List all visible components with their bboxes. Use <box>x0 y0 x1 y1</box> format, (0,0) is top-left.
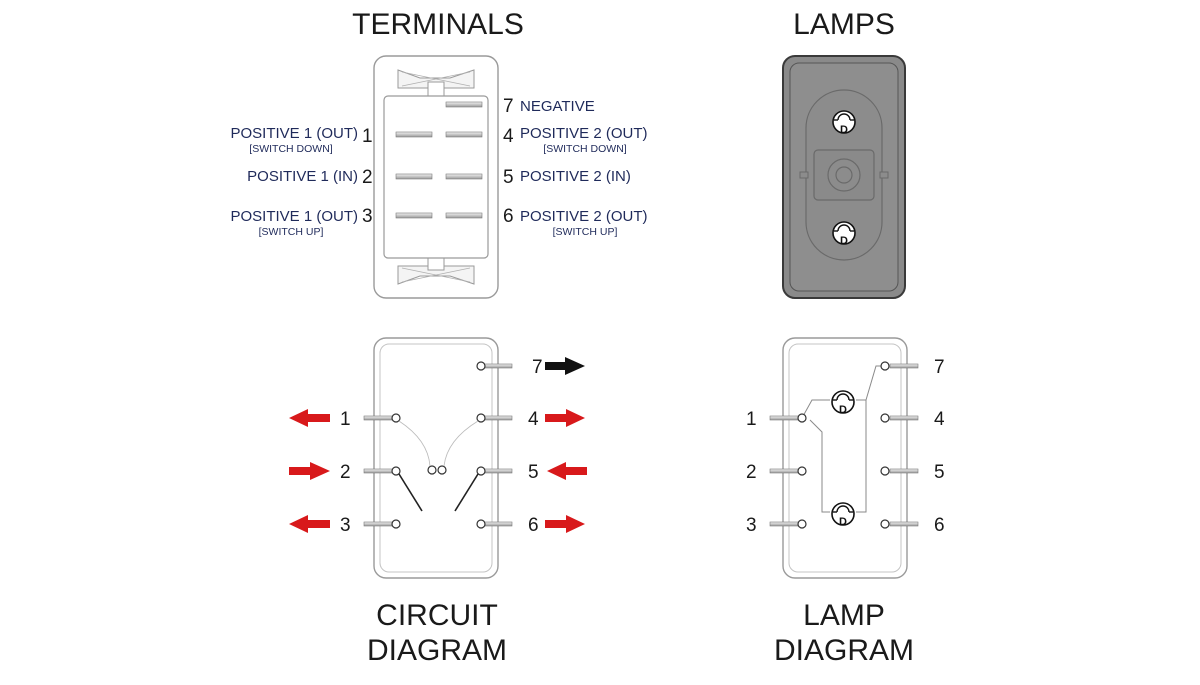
lamp-title-line2: DIAGRAM <box>774 634 914 667</box>
terminals-switch <box>373 55 499 299</box>
lamp-title-line1: LAMP <box>803 599 885 632</box>
terminal-4-number: 4 <box>503 126 514 147</box>
circuit-pin-2-number: 2 <box>340 462 351 483</box>
circuit-pin-3-number: 3 <box>340 515 351 536</box>
lamp-diagram-bottom-glyph: D <box>839 516 847 528</box>
terminal-7-label: NEGATIVE <box>520 98 595 115</box>
lamps-title: LAMPS <box>793 8 895 41</box>
circuit-title-line2: DIAGRAM <box>367 634 507 667</box>
lamp-pin-2-number: 2 <box>746 462 757 483</box>
lamp-pin-5-number: 5 <box>934 462 945 483</box>
terminal-1-label: POSITIVE 1 (OUT) <box>230 125 358 142</box>
terminals-title: TERMINALS <box>352 8 524 41</box>
terminal-5-number: 5 <box>503 167 514 188</box>
lamp-pin-7-number: 7 <box>934 357 945 378</box>
terminal-3-label: POSITIVE 1 (OUT) <box>230 208 358 225</box>
circuit-pin-1-number: 1 <box>340 409 351 430</box>
circuit-pin-5-number: 5 <box>528 462 539 483</box>
circuit-pin-6-number: 6 <box>528 515 539 536</box>
arrow-pin-3-left <box>289 515 330 533</box>
arrow-pin-1-left <box>289 409 330 427</box>
circuit-pin-4-number: 4 <box>528 409 539 430</box>
arrow-pin-6-right <box>545 515 585 533</box>
lamps-switch <box>782 55 906 299</box>
terminal-3-sublabel: [SWITCH UP] <box>259 226 324 238</box>
terminal-6-sublabel: [SWITCH UP] <box>553 226 618 238</box>
terminal-4-sublabel: [SWITCH DOWN] <box>543 143 626 155</box>
terminal-1-sublabel: [SWITCH DOWN] <box>249 143 332 155</box>
lamp-pin-1-number: 1 <box>746 409 757 430</box>
lamp-pin-3-number: 3 <box>746 515 757 536</box>
terminal-6-number: 6 <box>503 206 514 227</box>
circuit-switch <box>363 337 513 579</box>
terminal-6-label: POSITIVE 2 (OUT) <box>520 208 648 225</box>
terminal-1-number: 1 <box>362 126 373 147</box>
arrow-pin-5-left <box>547 462 587 480</box>
circuit-pin-7-number: 7 <box>532 357 543 378</box>
terminal-3-number: 3 <box>362 206 373 227</box>
lamp-pin-4-number: 4 <box>934 409 945 430</box>
lamp-diagram-top-glyph: D <box>839 404 847 416</box>
lamp-bottom-glyph: D <box>840 235 848 247</box>
lamp-pin-6-number: 6 <box>934 515 945 536</box>
terminal-2-number: 2 <box>362 167 373 188</box>
arrow-pin-7-right <box>545 357 585 375</box>
lamp-diagram-switch <box>769 337 919 579</box>
arrow-pin-2-right <box>289 462 330 480</box>
arrow-pin-4-right <box>545 409 585 427</box>
terminal-4-label: POSITIVE 2 (OUT) <box>520 125 648 142</box>
terminal-5-label: POSITIVE 2 (IN) <box>520 168 631 185</box>
terminal-2-label: POSITIVE 1 (IN) <box>247 168 358 185</box>
circuit-title-line1: CIRCUIT <box>376 599 498 632</box>
lamp-top-glyph: D <box>840 124 848 136</box>
terminal-7-number: 7 <box>503 96 514 117</box>
